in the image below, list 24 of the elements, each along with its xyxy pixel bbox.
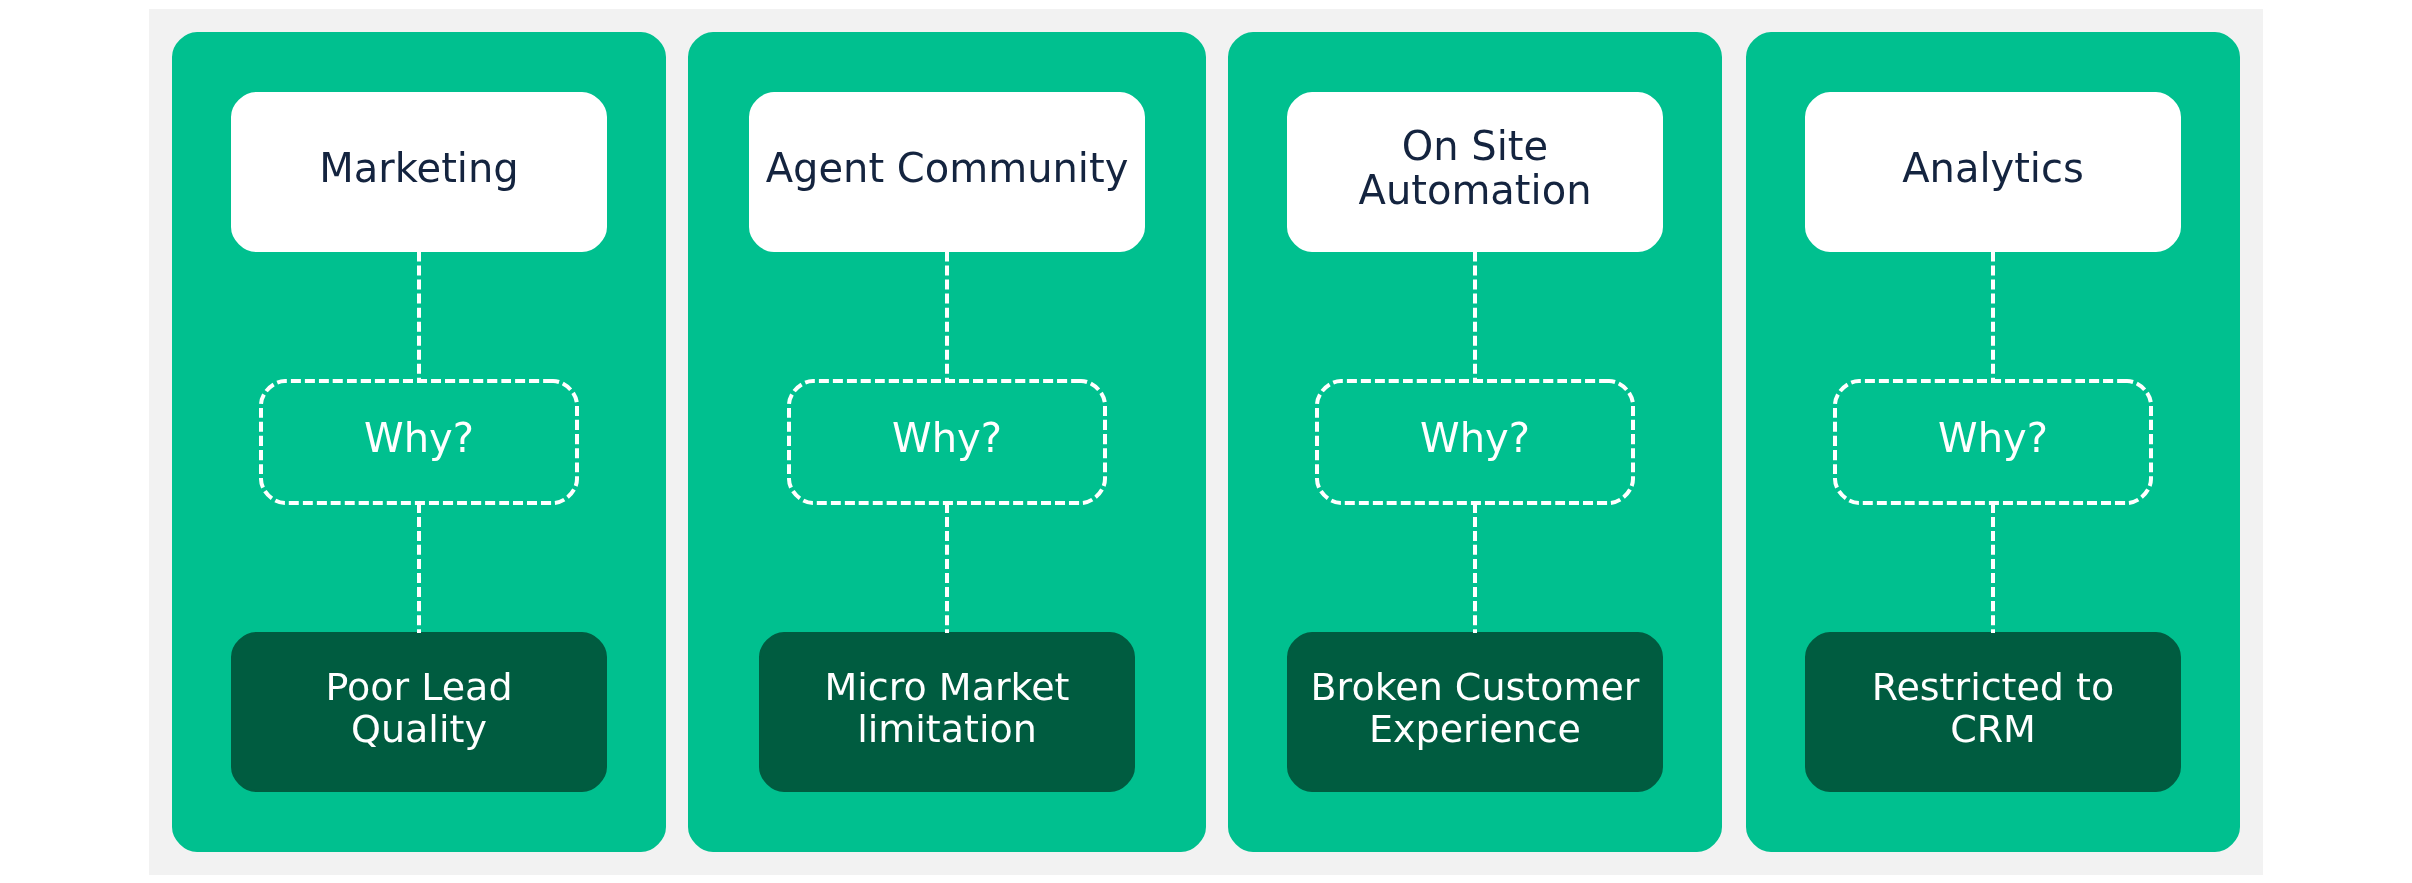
connector	[1473, 502, 1477, 633]
connector	[417, 251, 421, 380]
connector	[1991, 502, 1995, 633]
cluster	[1746, 31, 2240, 852]
connector	[1991, 251, 1995, 380]
node-box: Why?	[1833, 378, 2153, 505]
node-box: On Site Automation	[1287, 91, 1663, 252]
connector	[417, 502, 421, 633]
node-box: Restricted to CRM	[1805, 631, 2181, 792]
cluster	[172, 31, 666, 852]
node-box: Why?	[1315, 378, 1635, 505]
node-box: Analytics	[1805, 91, 2181, 252]
node-box: Poor Lead Quality	[231, 631, 607, 792]
connector	[945, 502, 949, 633]
node-box: Micro Market limitation	[759, 631, 1135, 792]
cluster	[688, 31, 1206, 852]
node-box: Agent Community	[749, 91, 1145, 252]
node-box: Why?	[259, 378, 579, 505]
connector	[1473, 251, 1477, 380]
cluster	[1228, 31, 1722, 852]
node-box: Why?	[787, 378, 1107, 505]
node-box: Broken Customer Experience	[1287, 631, 1663, 792]
node-box: Marketing	[231, 91, 607, 252]
connector	[945, 251, 949, 380]
